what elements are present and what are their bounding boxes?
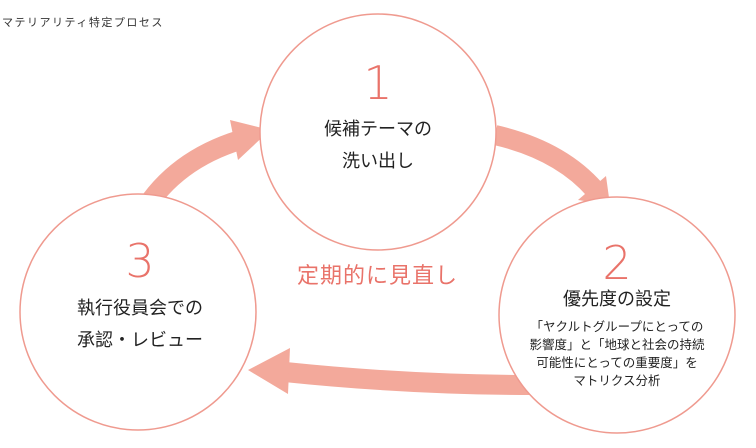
step-3-line-1: 執行役員会での <box>77 298 203 319</box>
step-1-number: 1 <box>363 56 393 110</box>
page-title: マテリアリティ特定プロセス <box>2 16 164 29</box>
arrow-head-2-to-3 <box>248 348 290 394</box>
step-3-line-2: 承認・レビュー <box>77 330 203 351</box>
step-2-desc-line-4: マトリクス分析 <box>573 373 661 388</box>
step-2-desc-line-3: 可能性にとっての重要度」を <box>536 355 698 370</box>
cycle-label: 定期的に見直し <box>296 264 458 289</box>
step-3-number: 3 <box>125 234 155 288</box>
arrow-1-to-2 <box>492 125 603 197</box>
step-2-circle <box>498 196 736 434</box>
step-2-number: 2 <box>602 236 632 290</box>
step-2-desc-line-2: 影響度」と「地球と社会の持続 <box>529 337 705 352</box>
arrow-2-to-3 <box>283 362 536 395</box>
step-3-circle <box>19 193 257 431</box>
step-2-desc-line-1: 「ヤクルトグループにとっての <box>530 319 704 334</box>
step-1-circle <box>259 13 497 251</box>
step-1-line-1: 候補テーマの <box>324 119 432 140</box>
step-1-line-2: 洗い出し <box>342 151 414 172</box>
step-2-title: 優先度の設定 <box>563 289 671 310</box>
